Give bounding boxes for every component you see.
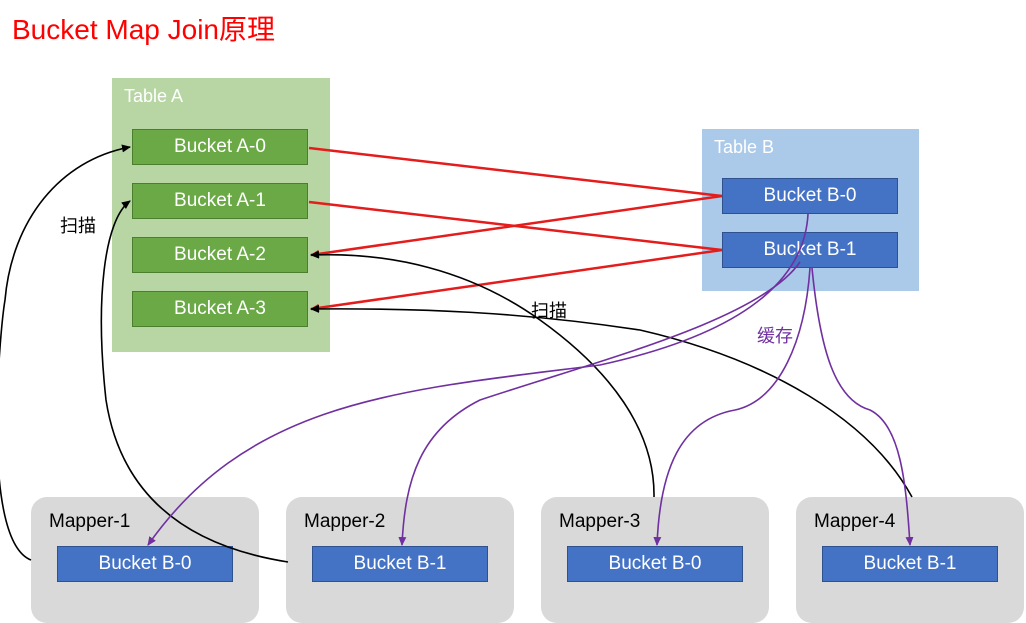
mapper-3-bucket: Bucket B-0 [567,546,743,582]
cache-line-b0-mapper1 [147,213,809,546]
mapper-3: Mapper-3 Bucket B-0 [541,497,769,623]
cache-lines [147,213,914,546]
bucket-a-1: Bucket A-1 [132,183,308,219]
mapper-1-label: Mapper-1 [49,511,131,532]
page-title: Bucket Map Join原理 [12,14,275,45]
bucket-b-0: Bucket B-0 [722,178,898,214]
mapper-4-bucket: Bucket B-1 [822,546,998,582]
scan-note-left: 扫描 [60,216,96,236]
mapper-2-label: Mapper-2 [304,511,386,532]
table-a-label: Table A [124,86,184,106]
join-line-b1-a3 [310,248,723,312]
mapper-4: Mapper-4 Bucket B-1 [796,497,1024,623]
mapper-1-bucket: Bucket B-0 [57,546,233,582]
scan-line-mapper4-a3 [310,304,913,498]
join-line-a0-b0 [308,146,723,198]
join-line-b0-a2 [310,194,723,258]
scan-line-mapper1-a0 [0,144,131,561]
scan-note-middle: 扫描 [531,301,567,321]
cache-line-b0-mapper3 [653,267,811,546]
mapper-2: Mapper-2 Bucket B-1 [286,497,514,623]
cache-line-b1-mapper2 [398,261,801,546]
mapper-1: Mapper-1 Bucket B-0 [31,497,259,623]
cache-note: 缓存 [757,326,793,346]
scan-lines [0,144,913,563]
table-b-label: Table B [714,137,775,157]
bucket-a-0: Bucket A-0 [132,129,308,165]
scan-line-mapper2-a1 [100,200,289,563]
mapper-4-label: Mapper-4 [814,511,896,532]
mapper-2-bucket: Bucket B-1 [312,546,488,582]
join-lines [308,146,723,312]
bucket-b-1: Bucket B-1 [722,232,898,268]
cache-line-b1-mapper4 [811,267,914,546]
mapper-3-label: Mapper-3 [559,511,641,532]
bucket-a-3: Bucket A-3 [132,291,308,327]
scan-line-mapper3-a2 [310,250,655,498]
bucket-a-2: Bucket A-2 [132,237,308,273]
